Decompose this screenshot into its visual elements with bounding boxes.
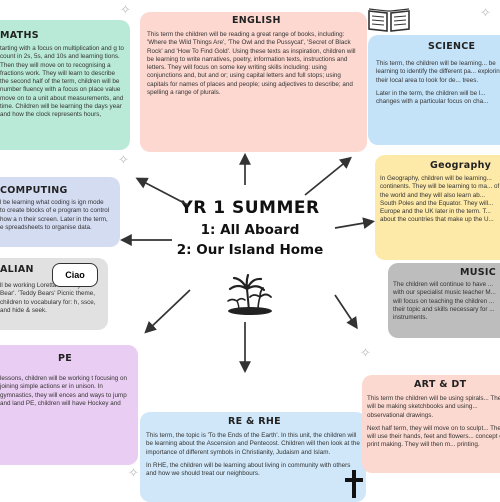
pe-body: lessons, children will be working t focu… — [0, 375, 130, 413]
topic-line-1: 1: All Aboard — [200, 222, 300, 238]
island-palm-icon — [227, 273, 272, 315]
italian-body: ll be working Loretta & Teddy Bear'. 'Te… — [0, 282, 98, 320]
maths-body: tarting with a focus on multiplication a… — [0, 45, 124, 125]
computing-text: l be learning what coding is ign mode to… — [0, 199, 110, 231]
english-title: ENGLISH — [232, 15, 281, 26]
music-body: The children will continue to have ... w… — [393, 281, 500, 327]
maths-title: MATHS — [0, 30, 39, 41]
geography-text: In Geography, children will be learning.… — [380, 175, 500, 224]
re-body: This term, the topic is 'To the Ends of … — [146, 432, 360, 483]
italian-text: ll be working Loretta & Teddy Bear'. 'Te… — [0, 282, 96, 314]
maths-text: tarting with a focus on multiplication a… — [0, 45, 124, 119]
english-card: ENGLISH This term the children will be r… — [140, 12, 367, 152]
science-card: SCIENCE This term, the children will be … — [368, 35, 500, 145]
italian-title: ALIAN — [0, 264, 34, 275]
art-title: ART & DT — [414, 379, 467, 390]
pe-text: lessons, children will be working t focu… — [0, 375, 128, 407]
topic-line-2: 2: Our Island Home — [176, 242, 324, 258]
music-card: MUSIC The children will continue to have… — [388, 263, 500, 338]
english-body: This term the children will be reading a… — [147, 31, 362, 102]
sparkle-icon: ✧ — [120, 2, 131, 17]
pe-card: PE lessons, children will be working t f… — [0, 345, 138, 465]
computing-body: l be learning what coding is ign mode to… — [0, 199, 110, 237]
computing-title: COMPUTING — [0, 185, 68, 196]
music-text: The children will continue to have ... w… — [393, 281, 496, 322]
art-text-2: Next half term, they will move on to scu… — [367, 424, 500, 449]
science-text-1: This term, the children will be learning… — [376, 60, 500, 84]
art-text-1: This term the children will be using spi… — [367, 395, 500, 419]
ciao-speech-bubble: Ciao — [52, 263, 98, 287]
science-title: SCIENCE — [428, 41, 476, 52]
science-body: This term, the children will be learning… — [376, 60, 500, 111]
center-heading: YR 1 SUMMER 1: All Aboard 2: Our Island … — [150, 198, 350, 258]
year-summer-title: YR 1 SUMMER — [180, 198, 320, 218]
sparkle-icon: ✧ — [480, 5, 491, 20]
sparkle-icon: ✧ — [128, 465, 139, 480]
pe-title: PE — [58, 353, 73, 364]
re-text-1: This term, the topic is 'To the Ends of … — [146, 432, 360, 456]
open-book-icon — [368, 8, 410, 32]
music-title: MUSIC — [460, 267, 497, 278]
geography-card: Geography In Geography, children will be… — [375, 155, 500, 260]
sparkle-icon: ✧ — [118, 152, 129, 167]
geography-title: Geography — [430, 160, 492, 171]
art-body: This term the children will be using spi… — [367, 395, 500, 455]
english-text: This term the children will be reading a… — [147, 31, 356, 97]
cross-icon — [345, 470, 363, 498]
geography-body: In Geography, children will be learning.… — [380, 175, 500, 230]
re-text-2: In RHE, the children will be learning ab… — [146, 461, 351, 478]
re-title: RE & RHE — [228, 416, 281, 427]
science-text-2: Later in the term, the children will be … — [376, 89, 489, 106]
re-card: RE & RHE This term, the topic is 'To the… — [140, 412, 366, 502]
art-card: ART & DT This term the children will be … — [362, 375, 500, 473]
computing-card: COMPUTING l be learning what coding is i… — [0, 177, 120, 247]
maths-card: MATHS tarting with a focus on multiplica… — [0, 20, 130, 150]
sparkle-icon: ✧ — [360, 345, 371, 360]
